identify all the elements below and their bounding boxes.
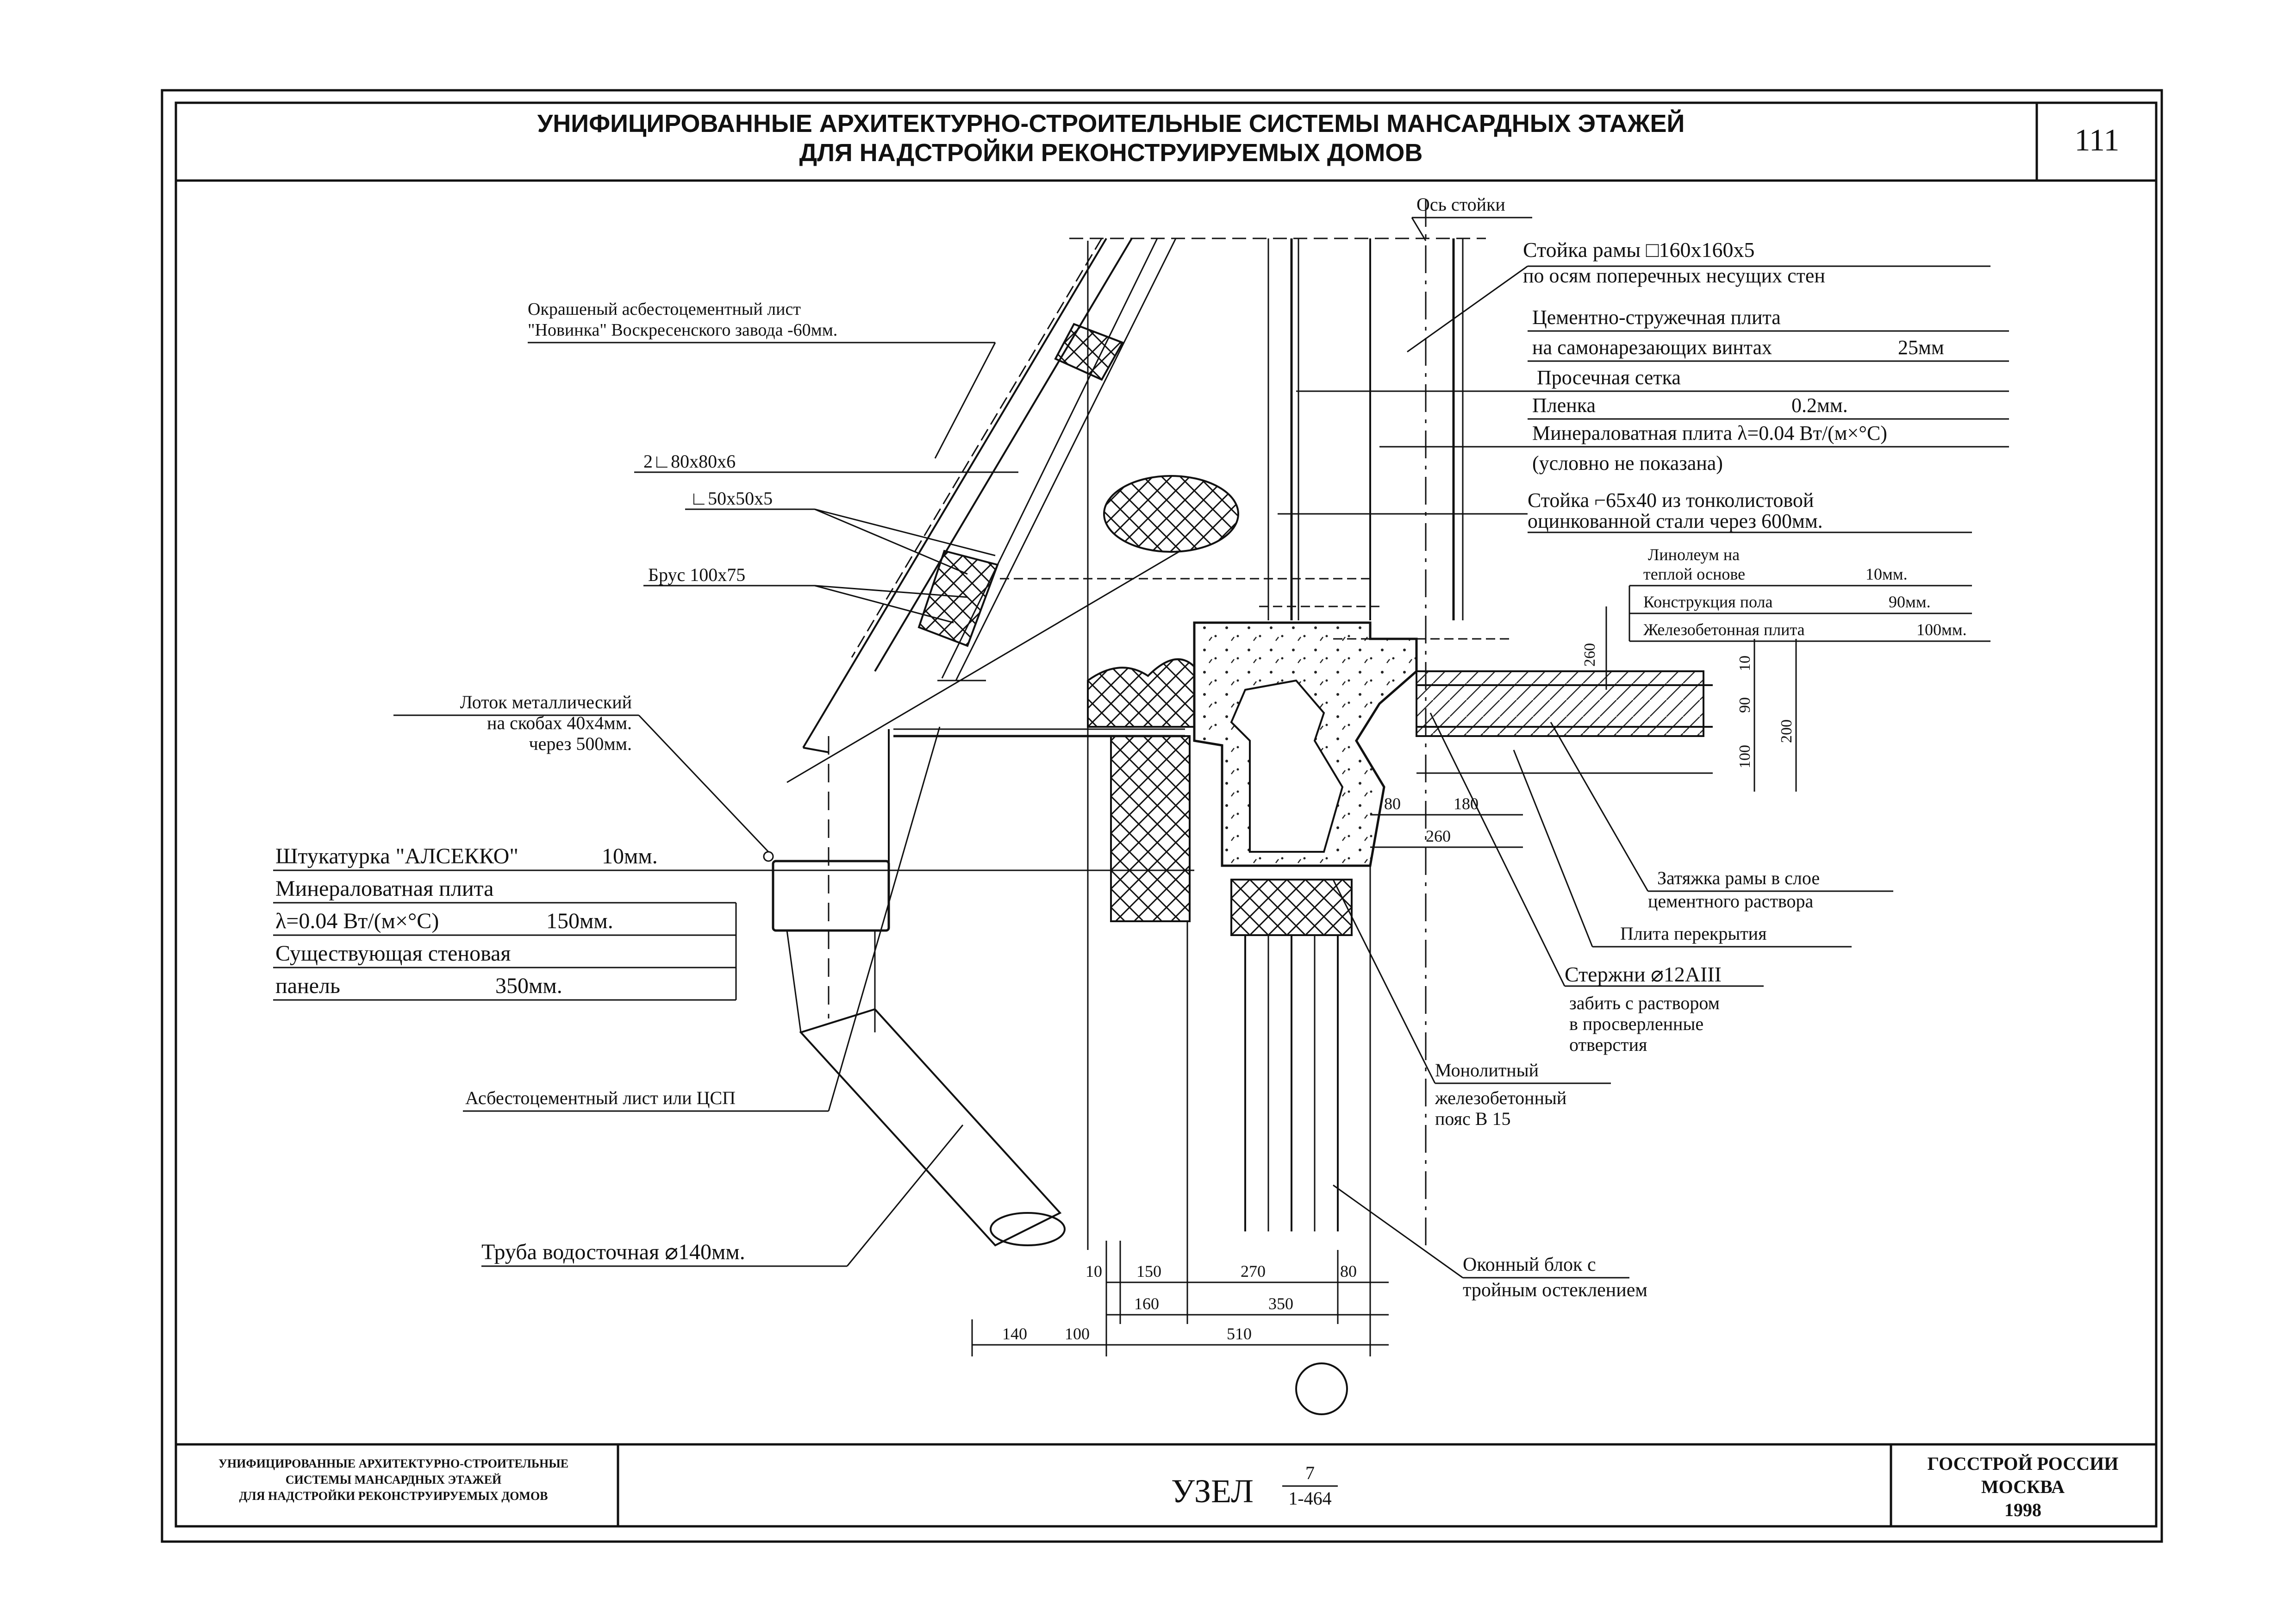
label-tie-2: цементного раствора: [1648, 891, 1814, 912]
label-tie-1: Затяжка рамы в слое: [1657, 868, 1820, 888]
frame-post: [1000, 199, 1464, 1250]
roof-structure: [786, 237, 1181, 783]
label-rods-4: отверстия: [1569, 1034, 1647, 1055]
dim-row3-100: 100: [1065, 1324, 1090, 1343]
label-stud-2: оцинкованной стали через 600мм.: [1528, 510, 1823, 532]
stamp-left-2: СИСТЕМЫ МАНСАРДНЫХ ЭТАЖЕЙ: [286, 1473, 502, 1487]
label-belt-1: Монолитный: [1435, 1060, 1539, 1081]
stamp-node-number: 7: [1305, 1462, 1315, 1483]
label-frame-post-1: Стойка рамы □160x160x5: [1523, 238, 1754, 262]
stamp-left-1: УНИФИЦИРОВАННЫЕ АРХИТЕКТУРНО-СТРОИТЕЛЬНЫ…: [218, 1457, 568, 1470]
label-window-2: тройным остеклением: [1463, 1280, 1647, 1301]
label-asbestos-sheet: Асбестоцементный лист или ЦСП: [465, 1087, 736, 1108]
label-gutter-1: Лоток металлический: [460, 692, 632, 712]
label-rods-3: в просверленные: [1569, 1013, 1703, 1034]
label-belt-2: железобетонный: [1435, 1087, 1566, 1108]
insulation-oval: [1103, 475, 1239, 553]
label-rods-1: Стержни ⌀12АIII: [1565, 962, 1722, 986]
label-floor-construction: Конструкция пола: [1643, 593, 1772, 611]
label-mesh: Просечная сетка: [1537, 366, 1681, 389]
label-roof-sheet-2: "Новинка" Воскресенского завода -60мм.: [528, 320, 837, 340]
header-title-line2: ДЛЯ НАДСТРОЙКИ РЕКОНСТРУИРУЕМЫХ ДОМОВ: [799, 138, 1423, 167]
label-csp-1: Цементно-стружечная плита: [1532, 306, 1781, 329]
dim-row1-80: 80: [1340, 1262, 1357, 1280]
dimension-lines: [971, 606, 1797, 1356]
stamp-org-2: МОСКВА: [1981, 1476, 2065, 1497]
downpipe: [786, 736, 1066, 1247]
label-csp-2-value: 25мм: [1898, 336, 1944, 359]
label-mineral-left-1: Минераловатная плита: [275, 876, 493, 901]
label-linoleum-value: 10мм.: [1866, 565, 1908, 583]
label-plaster-value: 10мм.: [602, 844, 658, 868]
window-block: [1186, 866, 1371, 1250]
label-stud-1: Стойка ⌐65x40 из тонколистовой: [1528, 489, 1814, 512]
label-belt-3: пояс В 15: [1435, 1108, 1510, 1129]
stamp-org-1: ГОССТРОЙ РОССИИ: [1928, 1453, 2119, 1474]
leader-lines: [273, 217, 2009, 1279]
label-floor-slab: Плита перекрытия: [1620, 923, 1766, 944]
callout-texts: Ось стойки Стойка рамы □160x160x5 по ося…: [275, 194, 1967, 1301]
label-gutter-3: через 500мм.: [529, 733, 632, 754]
page-number: 111: [2075, 122, 2120, 157]
label-film: Пленка: [1532, 394, 1596, 417]
label-linoleum-1: Линолеум на: [1648, 545, 1740, 564]
label-frame-post-2: по осям поперечных несущих стен: [1523, 264, 1825, 287]
label-panel-1: Существующая стеновая: [275, 941, 511, 966]
label-plaster: Штукатурка "АЛСЕККО": [275, 844, 518, 868]
dim-row2-160: 160: [1134, 1294, 1159, 1313]
label-window-1: Оконный блок с: [1463, 1254, 1596, 1275]
stamp-left-3: ДЛЯ НАДСТРОЙКИ РЕКОНСТРУИРУЕМЫХ ДОМОВ: [239, 1489, 548, 1503]
label-downpipe: Труба водосточная ⌀140мм.: [481, 1240, 745, 1264]
title-block-header: УНИФИЦИРОВАННЫЕ АРХИТЕКТУРНО-СТРОИТЕЛЬНЫ…: [537, 109, 2120, 167]
label-angle-double: 2∟80x80x6: [643, 451, 736, 472]
dim-v-200: 200: [1778, 719, 1795, 743]
label-mineral-right: Минераловатная плита λ=0.04 Вт/(м×°С): [1532, 422, 1887, 444]
dim-v-100: 100: [1736, 745, 1753, 768]
header-title-line1: УНИФИЦИРОВАННЫЕ АРХИТЕКТУРНО-СТРОИТЕЛЬНЫ…: [537, 109, 1685, 137]
label-panel-value: 350мм.: [495, 974, 562, 998]
gutter: [763, 728, 1185, 932]
label-roof-sheet-1: Окрашеный асбестоцементный лист: [528, 300, 801, 319]
dimension-texts: 260 10 90 100 200 80 180 260 10 150 270 …: [1002, 643, 1795, 1343]
sheet-frame: [161, 89, 2163, 1543]
dim-h-260: 260: [1426, 827, 1451, 845]
label-linoleum-2: теплой основе: [1643, 565, 1745, 583]
dim-v-260: 260: [1581, 643, 1598, 667]
stamp-node-series: 1-464: [1288, 1488, 1331, 1509]
title-stamp: УНИФИЦИРОВАННЫЕ АРХИТЕКТУРНО-СТРОИТЕЛЬНЫ…: [218, 1453, 2119, 1520]
label-rods-2: забить с раствором: [1569, 993, 1720, 1013]
stamp-node-label: УЗЕЛ: [1171, 1473, 1254, 1510]
label-mineral-left-value: 150мм.: [546, 909, 613, 933]
dim-h-180: 180: [1454, 794, 1479, 813]
label-gutter-2: на скобах 40x4мм.: [487, 712, 632, 733]
dim-v-10: 10: [1736, 656, 1753, 671]
label-panel-2: панель: [275, 974, 340, 998]
label-not-shown: (условно не показана): [1532, 452, 1723, 475]
label-angle-single: ∟50x50x5: [690, 488, 773, 509]
label-rc-slab: Железобетонная плита: [1643, 620, 1805, 639]
dim-row1-270: 270: [1241, 1262, 1266, 1280]
timber-beam-top: [1054, 323, 1124, 381]
node-marker-circle: [1295, 1362, 1348, 1415]
label-axis: Ось стойки: [1416, 194, 1505, 215]
dim-row3-510: 510: [1227, 1324, 1252, 1343]
label-csp-2: на самонарезающих винтах: [1532, 336, 1772, 359]
label-film-value: 0.2мм.: [1791, 394, 1848, 417]
timber-beam-bottom: [917, 550, 999, 647]
label-rc-slab-value: 100мм.: [1916, 620, 1967, 639]
dim-v-90: 90: [1736, 697, 1753, 713]
label-beam: Брус 100x75: [648, 564, 745, 585]
dim-row1-150: 150: [1136, 1262, 1161, 1280]
dim-h-80: 80: [1384, 794, 1401, 813]
label-floor-construction-value: 90мм.: [1889, 593, 1931, 611]
dim-row2-350: 350: [1268, 1294, 1293, 1313]
dim-row1-10: 10: [1086, 1262, 1102, 1280]
stamp-year: 1998: [2004, 1499, 2041, 1520]
dim-row3-140: 140: [1002, 1324, 1027, 1343]
floor-slab: [1416, 670, 1704, 737]
wall-section: [1087, 621, 1713, 922]
label-mineral-left-2: λ=0.04 Вт/(м×°С): [275, 909, 439, 933]
